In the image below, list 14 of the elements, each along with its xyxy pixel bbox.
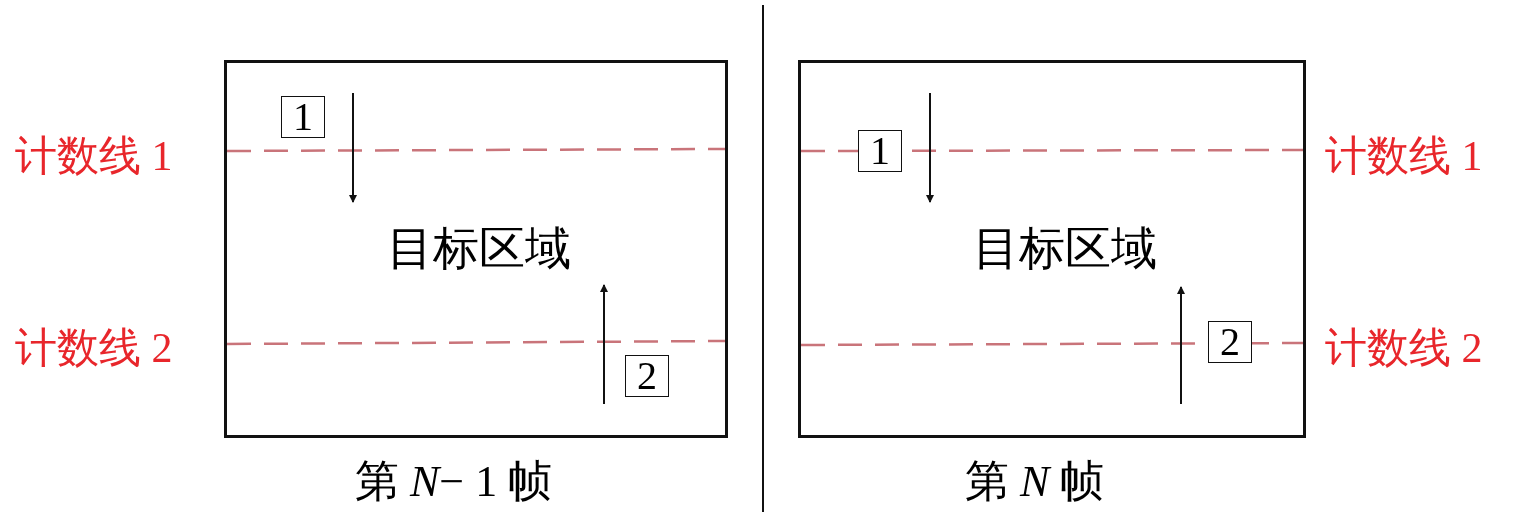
counting-line-label: 计数线 1 <box>1325 132 1483 181</box>
counting-line-label: 计数线 1 <box>15 132 173 181</box>
region-label: 目标区域 <box>387 222 571 276</box>
video-frame <box>798 60 1306 438</box>
target-number-box: 1 <box>281 96 325 138</box>
region-label: 目标区域 <box>973 222 1157 276</box>
counting-line-label: 计数线 2 <box>15 324 173 373</box>
target-number-box: 1 <box>858 130 902 172</box>
video-frame <box>224 60 728 438</box>
frame-caption: 第 N− 1 帧 <box>355 456 553 508</box>
frame-caption: 第 N 帧 <box>965 456 1105 508</box>
counting-line-label: 计数线 2 <box>1325 324 1483 373</box>
target-number-box: 2 <box>1208 321 1252 363</box>
target-number-box: 2 <box>625 355 669 397</box>
